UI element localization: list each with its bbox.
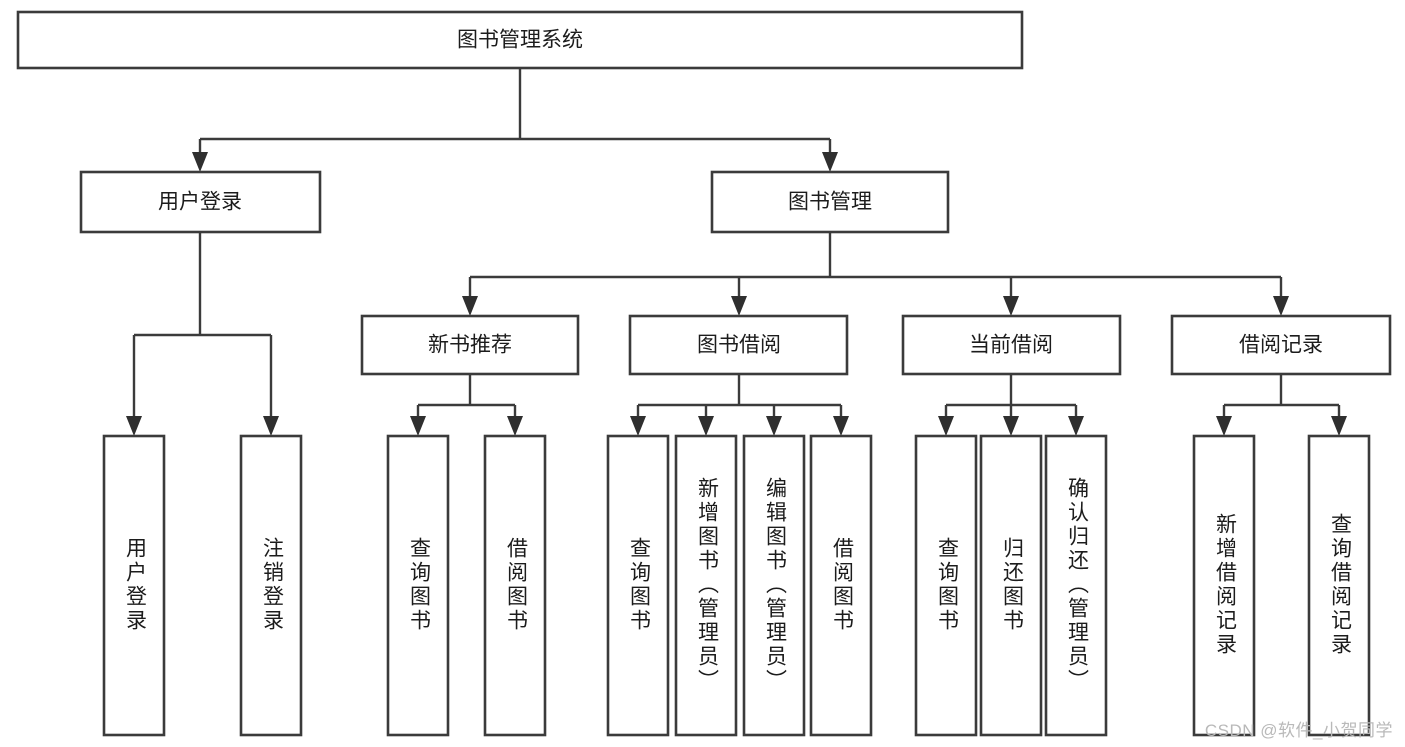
- leaf-bookborrow-query-box[interactable]: [606, 434, 670, 737]
- arrowhead-bookborrow-leaf-4: [833, 416, 849, 436]
- leaf-currentborrow-confirm[interactable]: 确认归还（管理员）: [1044, 434, 1108, 737]
- node-new-book-recommend-label: 新书推荐: [428, 334, 512, 357]
- node-book-manage-label: 图书管理: [788, 191, 872, 214]
- leaf-bookborrow-borrow-box[interactable]: [809, 434, 873, 737]
- connector-layer: [126, 68, 1347, 436]
- node-current-borrow-label: 当前借阅: [969, 334, 1053, 357]
- leaf-user-login-logout-label: 注销登录: [260, 537, 284, 633]
- arrowhead-newbook-leaf-1: [410, 416, 426, 436]
- leaf-bookborrow-edit[interactable]: 编辑图书（管理员）: [742, 434, 806, 737]
- watermark-text: CSDN @软件_小贺同学: [1204, 721, 1393, 740]
- node-root-label: 图书管理系统: [457, 29, 583, 52]
- node-borrow-record-label: 借阅记录: [1239, 334, 1323, 357]
- node-book-manage[interactable]: 图书管理: [710, 170, 950, 234]
- arrowhead-currentborrow-leaf-2: [1003, 416, 1019, 436]
- arrowhead-borrow-record: [1273, 296, 1289, 316]
- node-user-login[interactable]: 用户登录: [79, 170, 322, 234]
- arrowhead-currentborrow-leaf-3: [1068, 416, 1084, 436]
- leaf-bookborrow-query-label: 查询图书: [627, 537, 651, 633]
- node-root[interactable]: 图书管理系统: [16, 10, 1024, 70]
- node-current-borrow[interactable]: 当前借阅: [901, 314, 1122, 376]
- arrowhead-book-borrow: [731, 296, 747, 316]
- arrowhead-bookborrow-leaf-3: [766, 416, 782, 436]
- leaf-user-login-logout-box[interactable]: [239, 434, 303, 737]
- leaf-user-login-logout[interactable]: 注销登录: [239, 434, 303, 737]
- leaf-user-login-login-box[interactable]: [102, 434, 166, 737]
- arrowhead-newbook-leaf-2: [507, 416, 523, 436]
- leaf-borrowrecord-add[interactable]: 新增借阅记录: [1192, 434, 1256, 737]
- leaf-borrowrecord-add-label: 新增借阅记录: [1213, 513, 1237, 657]
- arrowhead-bookborrow-leaf-2: [698, 416, 714, 436]
- node-root-box[interactable]: [16, 10, 1024, 70]
- leaf-bookborrow-add-box[interactable]: [674, 434, 738, 737]
- leaf-bookborrow-query[interactable]: 查询图书: [606, 434, 670, 737]
- node-book-manage-box[interactable]: [710, 170, 950, 234]
- leaf-bookborrow-edit-label: 编辑图书（管理员）: [763, 477, 787, 693]
- node-new-book-recommend-box[interactable]: [360, 314, 580, 376]
- leaf-borrowrecord-query[interactable]: 查询借阅记录: [1307, 434, 1371, 737]
- leaf-currentborrow-query-box[interactable]: [914, 434, 978, 737]
- leaf-currentborrow-query-label: 查询图书: [935, 537, 959, 633]
- leaf-currentborrow-return-label: 归还图书: [1000, 537, 1024, 633]
- leaf-newbook-borrow-box[interactable]: [483, 434, 547, 737]
- leaf-currentborrow-confirm-label: 确认归还（管理员）: [1065, 477, 1089, 693]
- leaf-currentborrow-query[interactable]: 查询图书: [914, 434, 978, 737]
- leaf-bookborrow-add-label: 新增图书（管理员）: [695, 477, 719, 693]
- leaf-user-login-login-label: 用户登录: [123, 537, 147, 633]
- node-borrow-record[interactable]: 借阅记录: [1170, 314, 1392, 376]
- leaf-user-login-login[interactable]: 用户登录: [102, 434, 166, 737]
- arrowhead-book-manage: [822, 152, 838, 172]
- leaf-bookborrow-borrow[interactable]: 借阅图书: [809, 434, 873, 737]
- arrowhead-bookborrow-leaf-1: [630, 416, 646, 436]
- leaf-currentborrow-confirm-box[interactable]: [1044, 434, 1108, 737]
- leaf-borrowrecord-query-label: 查询借阅记录: [1328, 513, 1352, 657]
- node-book-borrow-box[interactable]: [628, 314, 849, 376]
- node-borrow-record-box[interactable]: [1170, 314, 1392, 376]
- arrowhead-borrowrecord-leaf-2: [1331, 416, 1347, 436]
- node-user-login-box[interactable]: [79, 170, 322, 234]
- arrowhead-currentborrow-leaf-1: [938, 416, 954, 436]
- leaf-newbook-query-label: 查询图书: [407, 537, 431, 633]
- leaf-borrowrecord-query-box[interactable]: [1307, 434, 1371, 737]
- leaf-currentborrow-return-box[interactable]: [979, 434, 1043, 737]
- arrowhead-user-login: [192, 152, 208, 172]
- node-book-borrow-label: 图书借阅: [697, 334, 781, 357]
- arrowhead-leaf-user-login: [126, 416, 142, 436]
- node-new-book-recommend[interactable]: 新书推荐: [360, 314, 580, 376]
- arrowhead-leaf-logout: [263, 416, 279, 436]
- leaf-bookborrow-add[interactable]: 新增图书（管理员）: [674, 434, 738, 737]
- arrowhead-borrowrecord-leaf-1: [1216, 416, 1232, 436]
- leaf-bookborrow-edit-box[interactable]: [742, 434, 806, 737]
- leaf-bookborrow-borrow-label: 借阅图书: [830, 537, 854, 633]
- leaf-newbook-borrow-label: 借阅图书: [504, 537, 528, 633]
- node-book-borrow[interactable]: 图书借阅: [628, 314, 849, 376]
- leaf-currentborrow-return[interactable]: 归还图书: [979, 434, 1043, 737]
- node-user-login-label: 用户登录: [158, 191, 242, 214]
- arrowhead-current-borrow: [1003, 296, 1019, 316]
- arrowhead-new-book: [462, 296, 478, 316]
- leaf-newbook-query-box[interactable]: [386, 434, 450, 737]
- leaf-newbook-query[interactable]: 查询图书: [386, 434, 450, 737]
- leaf-newbook-borrow[interactable]: 借阅图书: [483, 434, 547, 737]
- node-current-borrow-box[interactable]: [901, 314, 1122, 376]
- leaf-borrowrecord-add-box[interactable]: [1192, 434, 1256, 737]
